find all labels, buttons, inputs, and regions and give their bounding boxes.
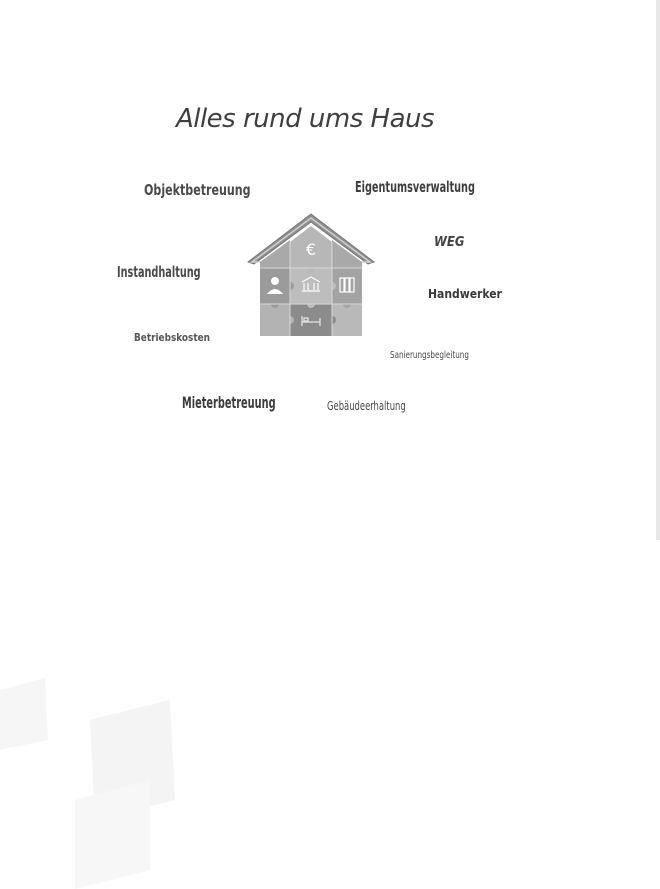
bed-icon [301, 316, 321, 326]
binders-icon [339, 277, 355, 293]
puzzle-piece-bottom-right [332, 304, 362, 336]
keyword-objektbetreuung: Objektbetreuung [144, 181, 251, 199]
page-edge-strip [656, 0, 660, 540]
bank-icon [301, 276, 321, 292]
keyword-instandhaltung: Instandhaltung [117, 263, 201, 281]
keyword-eigentumsverwaltung: Eigentumsverwaltung [355, 178, 475, 196]
page-title: Alles rund ums Haus [175, 104, 435, 134]
puzzle-piece-mid-left [260, 268, 290, 304]
puzzle-piece-mid-center [290, 268, 332, 304]
person-icon [267, 277, 283, 294]
puzzle-piece-bottom-center [290, 304, 332, 336]
puzzle-piece-top-left [260, 240, 290, 268]
euro-icon: € [306, 240, 316, 259]
keyword-betriebskosten: Betriebskosten [134, 331, 210, 344]
puzzle-piece-mid-right [332, 268, 362, 304]
keyword-handwerker: Handwerker [428, 287, 502, 301]
keyword-weg: WEG [434, 235, 465, 250]
keyword-sanierungsbegleitung: Sanierungsbegleitung [390, 350, 469, 361]
keyword-mieterbetreuung: Mieterbetreuung [182, 393, 276, 412]
puzzle-piece-bottom-left [260, 304, 290, 336]
puzzle-house-illustration: € [244, 210, 378, 342]
keyword-gebaeudeerhaltung: Gebäudeerhaltung [327, 399, 406, 413]
puzzle-piece-top [290, 226, 332, 268]
background-decoration [0, 678, 175, 889]
house-roof [246, 213, 376, 265]
puzzle-piece-top-right [332, 240, 362, 268]
svg-text:€: € [306, 240, 316, 259]
